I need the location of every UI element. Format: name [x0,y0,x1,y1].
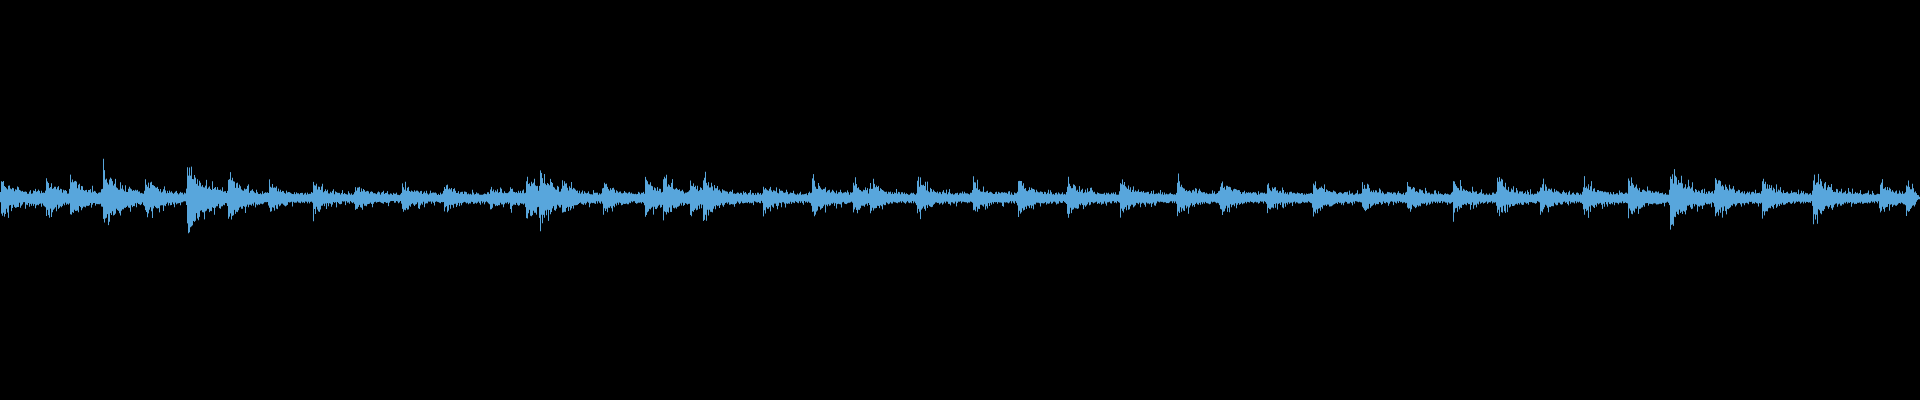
waveform-path [0,158,1920,234]
